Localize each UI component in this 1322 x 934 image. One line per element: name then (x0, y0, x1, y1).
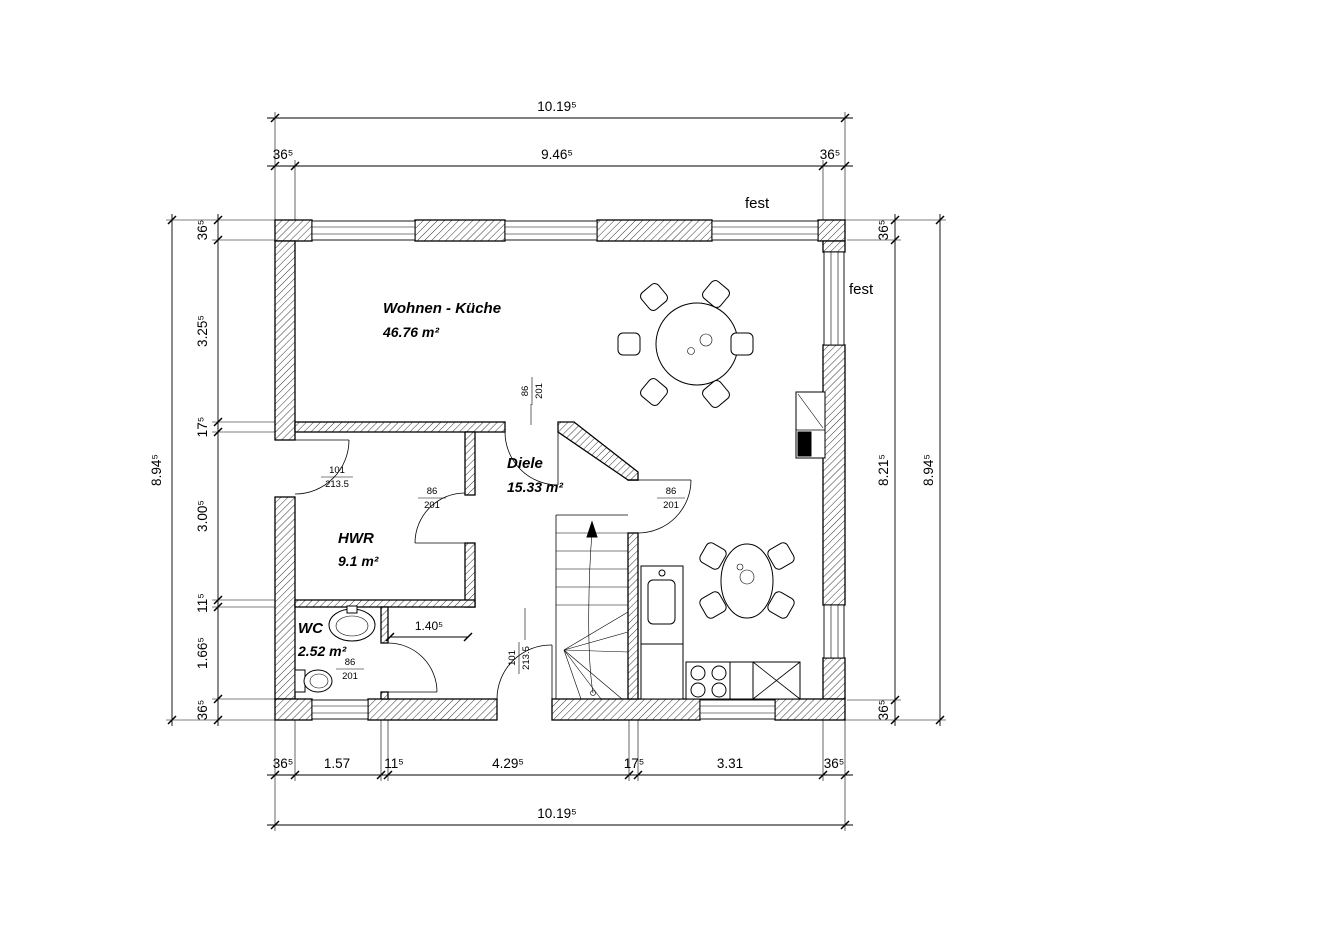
room-area-utility: 9.1 m² (338, 553, 379, 569)
room-name-utility: HWR (338, 530, 374, 547)
dimensions-left: 36⁵ 3.25⁵ 17⁵ 3.00⁵ 11⁵ 1.66⁵ 36⁵ 8.94⁵ (149, 214, 275, 726)
door-height-label: 201 (424, 500, 440, 511)
dimensions-right: 36⁵ 8.21⁵ 36⁵ 8.94⁵ (845, 214, 946, 726)
entry-door-height-label: 213.5 (325, 479, 349, 490)
dim-bottom-seg-3: 4.29⁵ (492, 756, 524, 771)
dim-left-seg-2: 17⁵ (195, 417, 210, 438)
dim-left-seg-6: 36⁵ (195, 700, 210, 721)
entry-door-width-label: 101 (507, 650, 518, 666)
doors (275, 422, 692, 720)
room-name-living: Wohnen - Küche (383, 300, 501, 317)
room-labels: Wohnen - Küche 46.76 m² Diele 15.33 m² H… (297, 300, 563, 659)
staircase (555, 514, 629, 700)
fest-label-right: fest (849, 281, 874, 298)
dim-right-total: 8.94⁵ (921, 454, 936, 486)
chair (730, 332, 754, 356)
door-height-label: 201 (342, 671, 358, 682)
dim-bottom-seg-6: 36⁵ (824, 756, 845, 771)
door-width-label: 86 (520, 386, 531, 397)
fest-label-top: fest (745, 195, 770, 212)
door-size-labels: 86 201 86 201 86 201 86 201 101 213.5 (321, 377, 685, 682)
dim-top-seg-2: 36⁵ (820, 147, 841, 162)
chair (699, 591, 727, 619)
hall-width-dimension: 1.40⁵ (385, 619, 473, 642)
dim-bottom-seg-5: 3.31 (717, 756, 743, 771)
chair (702, 280, 730, 308)
dim-left-seg-0: 36⁵ (195, 220, 210, 241)
dim-top-seg-0: 36⁵ (273, 147, 294, 162)
dim-left-seg-3: 3.00⁵ (195, 500, 210, 532)
door-height-label: 201 (663, 500, 679, 511)
dim-bottom-seg-4: 17⁵ (624, 756, 645, 771)
dim-bottom-seg-2: 11⁵ (384, 756, 404, 771)
chair (640, 378, 668, 406)
faucet-icon (658, 569, 666, 577)
dimensions-bottom: 36⁵ 1.57 11⁵ 4.29⁵ 17⁵ 3.31 36⁵ 10.19⁵ (267, 720, 853, 831)
dim-bottom-seg-0: 36⁵ (273, 756, 294, 771)
chimney (795, 391, 826, 459)
room-area-hall: 15.33 m² (507, 479, 563, 495)
dim-bottom-seg-1: 1.57 (324, 756, 350, 771)
dim-top-seg-1: 9.46⁵ (541, 147, 573, 162)
wc-fixtures (294, 605, 376, 693)
room-area-wc: 2.52 m² (297, 643, 347, 659)
dim-top-total: 10.19⁵ (537, 99, 576, 114)
chair (640, 283, 668, 311)
room-area-living: 46.76 m² (382, 324, 439, 340)
entry-door-height-label: 213.5 (521, 646, 532, 670)
hall-width-label: 1.40⁵ (415, 619, 443, 633)
kitchen-fixtures (640, 391, 826, 700)
dim-left-total: 8.94⁵ (149, 454, 164, 486)
door-width-label: 86 (666, 486, 677, 497)
dim-left-seg-5: 1.66⁵ (195, 637, 210, 669)
door-width-label: 86 (427, 486, 438, 497)
chair (617, 332, 641, 356)
chair (767, 591, 795, 619)
chair (702, 380, 730, 408)
dim-right-seg-1: 8.21⁵ (876, 454, 891, 486)
dining-table-round (617, 280, 754, 408)
interior-walls (294, 421, 639, 700)
door-height-label: 201 (534, 383, 545, 399)
dim-right-seg-2: 36⁵ (876, 700, 891, 721)
dim-right-seg-0: 36⁵ (876, 220, 891, 241)
dim-bottom-total: 10.19⁵ (537, 806, 576, 821)
entry-door-width-label: 101 (329, 465, 345, 476)
counter (729, 661, 754, 700)
door-width-label: 86 (345, 657, 356, 668)
dimensions-top: 10.19⁵ 36⁵ 9.46⁵ 36⁵ (267, 99, 853, 220)
windows (311, 220, 845, 720)
room-name-wc: WC (298, 620, 324, 637)
dim-left-seg-1: 3.25⁵ (195, 315, 210, 347)
room-name-hall: Diele (507, 455, 543, 472)
table-oval (699, 542, 795, 619)
chair (767, 542, 795, 570)
chair (699, 542, 727, 570)
dim-left-seg-4: 11⁵ (195, 593, 210, 613)
exterior-walls (274, 219, 846, 721)
